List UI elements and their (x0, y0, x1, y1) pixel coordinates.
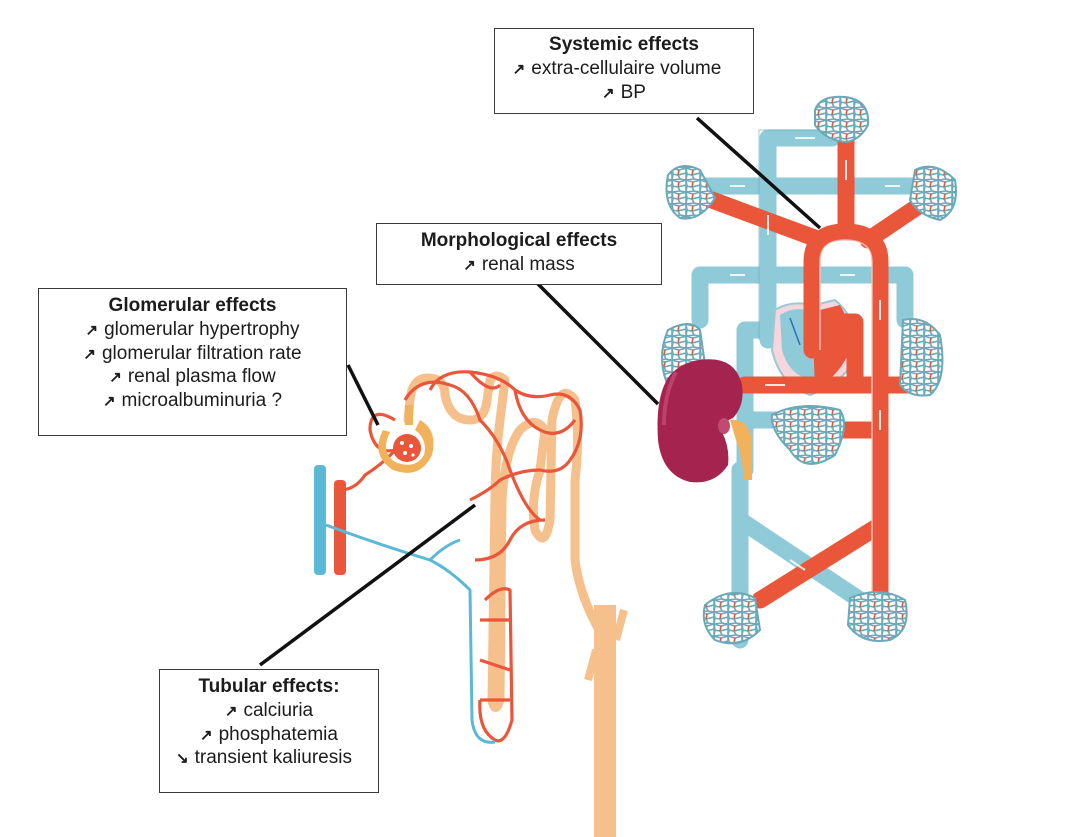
systemic-effects-box: Systemic effects ↗extra-cellulaire volum… (494, 28, 754, 114)
peritubular-capillaries (339, 370, 583, 743)
morphological-effects-box: Morphological effects ↗renal mass (376, 223, 662, 285)
tubular-item: ↘transient kaliuresis (176, 747, 352, 769)
tubular-item: ↗phosphatemia (200, 723, 338, 745)
connector-systemic (695, 116, 822, 230)
tubular-effects-box: Tubular effects: ↗calciuria ↗phosphatemi… (159, 669, 379, 793)
connector-morphological (535, 281, 660, 406)
glomerular-effects-box: Glomerular effects ↗glomerular hypertrop… (38, 288, 347, 436)
systemic-item: ↗extra-cellulaire volume (512, 57, 722, 79)
connector-glomerular (346, 364, 380, 426)
increase-arrow-icon: ↗ (224, 702, 238, 720)
nephron (314, 370, 628, 837)
glomerular-item: ↗glomerular filtration rate (83, 342, 302, 364)
connector-lines (258, 116, 822, 667)
increase-arrow-icon: ↗ (512, 60, 526, 78)
artery-segment (334, 480, 346, 575)
increase-arrow-icon: ↗ (463, 256, 476, 274)
glomerular-item: ↗microalbuminuria ? (102, 390, 283, 411)
increase-arrow-icon: ↗ (200, 726, 213, 744)
flow-arrows (730, 137, 900, 571)
glomerular-effects-title: Glomerular effects (108, 295, 277, 316)
increase-arrow-icon: ↗ (102, 393, 116, 410)
increase-arrow-icon: ↗ (602, 84, 615, 102)
morphological-effects-title: Morphological effects (420, 230, 618, 251)
increase-arrow-icon: ↗ (109, 369, 122, 387)
systemic-item: ↗BP (602, 81, 646, 103)
glomerulus (378, 405, 434, 473)
venous-capillaries (325, 523, 496, 744)
circulatory-system (657, 95, 957, 649)
tubule (403, 371, 610, 837)
glomerular-item: ↗renal plasma flow (109, 366, 276, 388)
increase-arrow-icon: ↗ (85, 321, 99, 339)
connector-tubular (258, 503, 477, 667)
vein-segment (314, 465, 326, 575)
decrease-arrow-icon: ↘ (176, 750, 189, 768)
increase-arrow-icon: ↗ (83, 345, 96, 363)
tubular-item: ↗calciuria (224, 699, 314, 721)
kidney (657, 359, 752, 483)
morphological-item: ↗renal mass (463, 253, 575, 275)
systemic-effects-title: Systemic effects (549, 34, 699, 55)
glomerular-item: ↗glomerular hypertrophy (85, 318, 300, 340)
tubular-effects-title: Tubular effects: (198, 676, 340, 697)
